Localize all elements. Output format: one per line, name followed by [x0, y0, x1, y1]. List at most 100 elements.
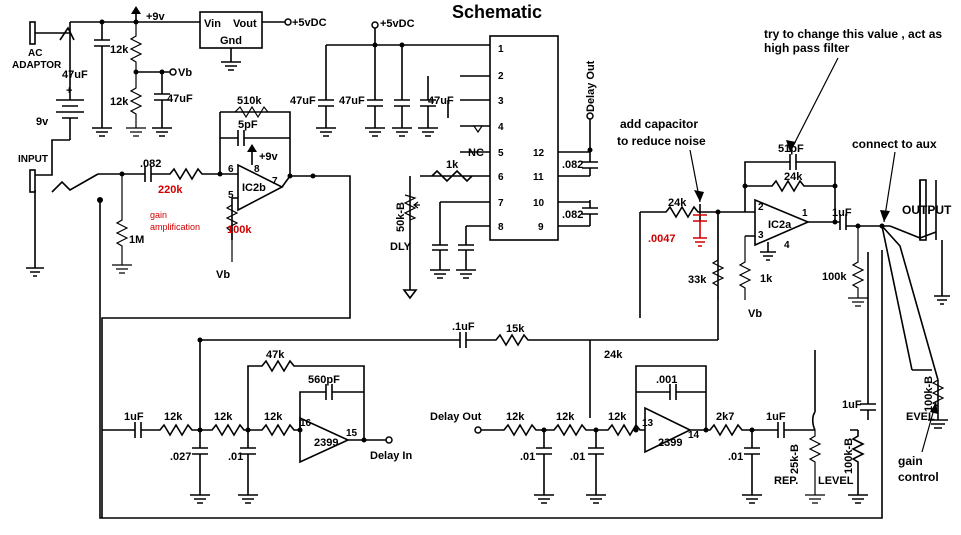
label-c0047: .0047: [648, 233, 676, 245]
label-ic2a-p3: 3: [758, 230, 764, 241]
label-c47-4: 47uF: [339, 95, 365, 107]
plus9v-arrow-icon: [131, 6, 141, 14]
note-gain-1: gain: [898, 454, 923, 468]
label-ic2b: IC2b: [242, 182, 266, 194]
note-hp-filter-1: try to change this value , act as: [764, 27, 942, 41]
label-12k-r1: 12k: [506, 411, 525, 423]
label-c01-r2: .01: [570, 451, 585, 463]
note-gain-2: control: [898, 470, 939, 484]
label-47k: 47k: [266, 349, 285, 361]
ic2399-left-opamp: [299, 416, 350, 464]
label-vb-ic2b: Vb: [216, 269, 230, 281]
ic2b-opamp: [237, 163, 284, 212]
label-dly: DLY: [390, 241, 412, 253]
label-12k-r3: 12k: [608, 411, 627, 423]
note-gain-amp-2: amplification: [150, 222, 200, 232]
label-c027: .027: [170, 451, 191, 463]
label-12k-a: 12k: [110, 44, 129, 56]
label-220k: 220k: [158, 184, 183, 196]
label-pin8-chip: 8: [498, 222, 504, 233]
label-c47-3: 47uF: [290, 95, 316, 107]
label-vin: Vin: [204, 18, 221, 30]
label-pin6-chip: 6: [498, 172, 504, 183]
label-output: OUTPUT: [902, 203, 952, 217]
label-pin3: 3: [498, 96, 504, 107]
label-ic2a-p2: 2: [758, 202, 764, 213]
label-1k-chip: 1k: [446, 159, 459, 171]
label-12k-l1: 12k: [164, 411, 183, 423]
note-noise-2: to reduce noise: [617, 134, 706, 148]
label-pin4: 4: [498, 122, 504, 133]
label-25k-pot: 25k-B: [789, 444, 801, 474]
ic2399-right-opamp: [644, 406, 692, 454]
label-pin11: 11: [533, 172, 544, 183]
label-560pf: 560pF: [308, 374, 340, 386]
label-ic2a: IC2a: [768, 219, 792, 231]
label-5pf: 5pF: [238, 119, 258, 131]
label-delay-out-v: Delay Out: [585, 60, 597, 112]
label-2k7: 2k7: [716, 411, 734, 423]
label-24k-in: 24k: [668, 197, 687, 209]
label-1k-ic2a: 1k: [760, 273, 773, 285]
label-pin5: 5: [228, 190, 234, 201]
label-c001: .001: [656, 374, 677, 386]
label-c082-a: .082: [562, 159, 583, 171]
label-1uf-out: 1uF: [832, 207, 852, 219]
input-jack: [26, 139, 99, 277]
battery-9v: [56, 33, 84, 140]
label-c082-in: .082: [140, 158, 161, 170]
label-pin2: 2: [498, 71, 504, 82]
label-pin13: 13: [642, 418, 654, 429]
label-plus9v-top: +9v: [146, 11, 166, 23]
label-2399-right: 2399: [658, 437, 682, 449]
label-vout: Vout: [233, 18, 257, 30]
note-hp-filter-2: high pass filter: [764, 41, 850, 55]
label-100k-evel-pot: 100k-B: [923, 376, 935, 412]
label-ac: AC: [28, 48, 42, 59]
label-2399-left: 2399: [314, 437, 338, 449]
label-pin6: 6: [228, 164, 234, 175]
label-12k-l3: 12k: [264, 411, 283, 423]
label-510k: 510k: [237, 95, 262, 107]
label-24k-r: 24k: [604, 349, 623, 361]
label-c47-2: 47uF: [167, 93, 193, 105]
label-pin9: 9: [538, 222, 544, 233]
label-pin14: 14: [688, 430, 700, 441]
label-c47-5: 47uF: [428, 95, 454, 107]
note-gain-amp-1: gain: [150, 210, 167, 220]
label-pin16: 16: [300, 418, 312, 429]
label-input: INPUT: [18, 154, 48, 165]
label-c1uf-level: 1uF: [842, 399, 862, 411]
label-pin5-chip: 5: [498, 148, 504, 159]
note-noise-1: add capacitor: [620, 117, 698, 131]
label-c082-b: .082: [562, 209, 583, 221]
label-level: LEVEL: [818, 475, 854, 487]
label-51pf: 51pF: [778, 143, 804, 155]
label-c1uf-l: 1uF: [124, 411, 144, 423]
label-evel: EVEL: [906, 411, 935, 423]
label-pin7-chip: 7: [498, 198, 504, 209]
label-rep: REP.: [774, 475, 798, 487]
label-ic2a-p1: 1: [802, 208, 808, 219]
label-12k-b: 12k: [110, 96, 129, 108]
label-12k-r2: 12k: [556, 411, 575, 423]
label-50k-pot: 50k-B: [395, 202, 407, 232]
label-100k-level-pot: 100k-B: [843, 438, 855, 474]
label-5vdc-chip: +5vDC: [380, 18, 415, 30]
label-pin15: 15: [346, 428, 358, 439]
label-pin10: 10: [533, 198, 545, 209]
pt2399-chip: [489, 35, 559, 241]
label-adaptor: ADAPTOR: [12, 60, 62, 71]
label-c1uf-fb: .1uF: [452, 321, 475, 333]
label-33k: 33k: [688, 274, 707, 286]
label-plus: +: [66, 85, 72, 97]
label-9v: 9v: [36, 116, 49, 128]
label-1m: 1M: [129, 234, 144, 246]
label-ic2a-p4: 4: [784, 240, 790, 251]
output-jack: [919, 179, 927, 241]
label-pin12: 12: [533, 148, 545, 159]
label-nc: NC: [468, 147, 484, 159]
